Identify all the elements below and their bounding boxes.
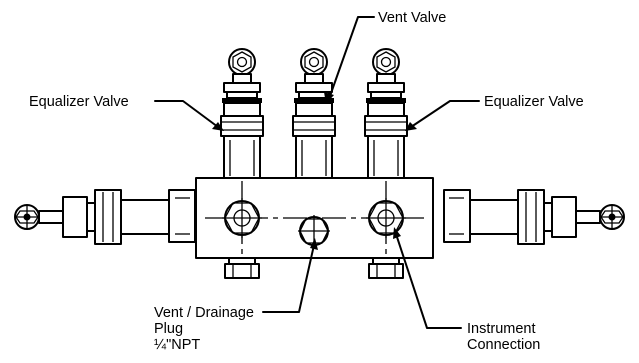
label-vent-drainage-3: ¼"NPT <box>154 337 200 353</box>
label-vent-drainage-2: Plug <box>154 321 183 337</box>
equalizer-valve-left <box>220 48 264 179</box>
label-vent-drainage-1: Vent / Drainage <box>154 305 254 321</box>
label-vent-valve: Vent Valve <box>378 10 446 26</box>
bottom-plug-right <box>368 257 404 279</box>
right-side-pipe <box>443 189 625 245</box>
left-side-pipe <box>14 189 196 245</box>
leader-vent-valve <box>324 16 375 104</box>
leader-instrument <box>393 227 462 329</box>
label-instrument-2: Connection <box>467 337 540 353</box>
label-equalizer-valve-right: Equalizer Valve <box>484 94 584 110</box>
leader-vent-drainage <box>262 238 318 313</box>
equalizer-valve-right <box>364 48 408 179</box>
label-instrument-1: Instrument <box>467 321 536 337</box>
vent-valve <box>292 48 336 179</box>
leader-equalizer-right <box>405 100 480 131</box>
bottom-plug-left <box>224 257 260 279</box>
leader-equalizer-left <box>154 100 224 131</box>
label-equalizer-valve-left: Equalizer Valve <box>29 94 129 110</box>
